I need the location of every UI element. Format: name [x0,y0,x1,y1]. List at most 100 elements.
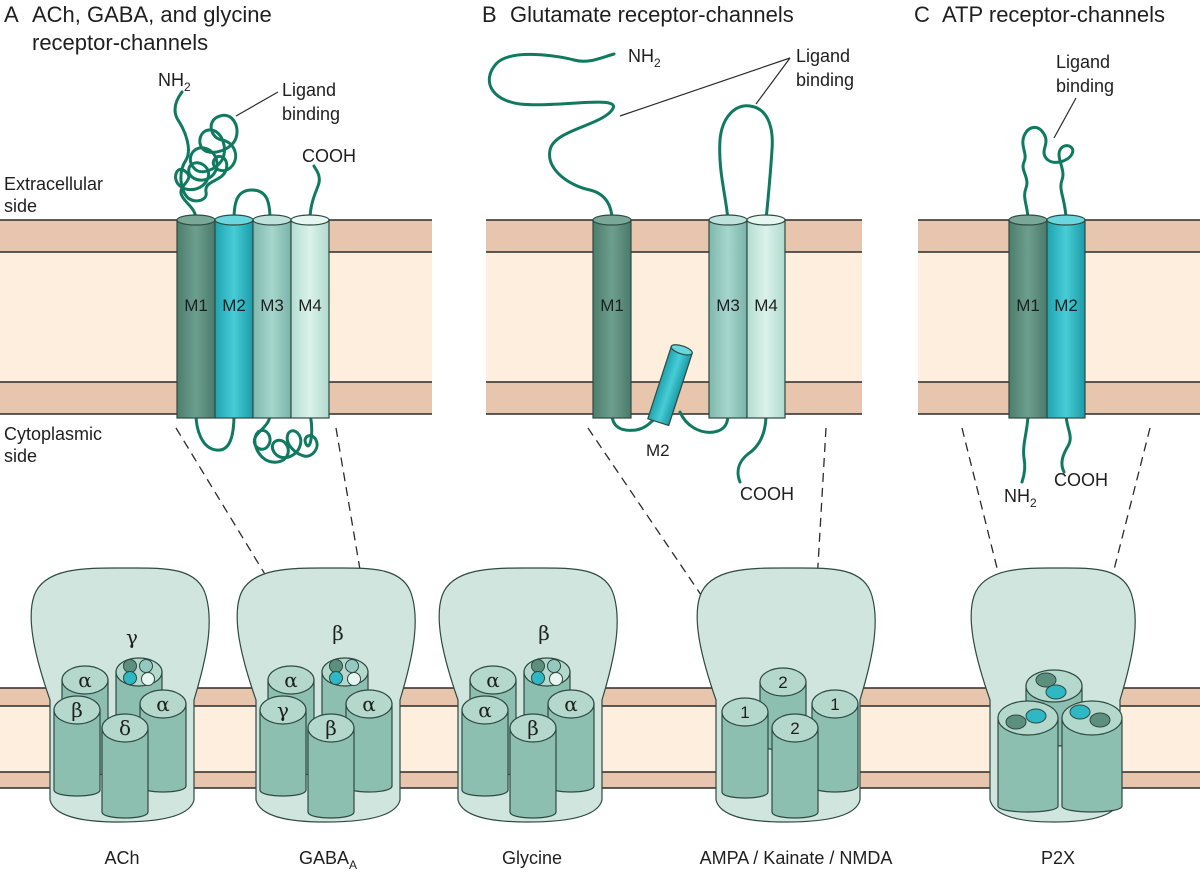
panel-c-helix-m2: M2 [1046,214,1086,419]
panel-a-cooh-label: COOH [302,146,356,166]
panel-b-m2-m3-loop [678,410,730,434]
panel-b: B Glutamate receptor-channels M1 M3 M4 M… [482,2,854,504]
panel-b-c-terminal [736,412,768,484]
panel-c-c-terminal [1060,412,1072,474]
panel-b-m3-m4-loop [718,104,774,222]
panel-b-cooh-label: COOH [740,484,794,504]
panel-b-m4-label: M4 [754,296,778,315]
panel-b-m2-label: M2 [646,441,670,460]
receptor-gaba: β α α γ β GABAA [236,567,416,872]
receptor-glutamate-subunit-front: 2 [771,713,819,819]
receptor-glutamate-subunit-left: 1 [721,697,769,799]
receptor-ach-subunit-right: α [139,689,187,793]
receptor-gaba-top-label: β [332,621,344,645]
receptor-gaba-subunit-label-2: γ [277,698,289,722]
receptor-glycine-name: Glycine [502,848,562,868]
extracellular-label-2: side [4,196,37,216]
receptor-gaba-subunit-label-1: α [284,668,298,692]
cytoplasmic-label-1: Cytoplasmic [4,424,102,444]
receptor-p2x-subunit-left [997,700,1059,813]
receptor-ach-name: ACh [104,848,139,868]
panel-a-c-terminal [308,164,321,222]
receptor-gaba-subunit-lower-left: γ [259,695,307,797]
panel-a-helix-m3: M3 [252,214,292,419]
panel-b-letter: B [482,2,497,27]
receptor-gaba-name: GABAA [299,848,357,872]
receptor-glutamate-subunit-label-4: 2 [790,719,799,738]
panel-c-ligand-label-1: Ligand [1056,52,1110,72]
panel-b-m1-label: M1 [600,296,624,315]
receptor-ach-subunit-label-2: β [71,698,83,722]
panel-b-helix-m1: M1 [592,214,632,419]
panel-b-nh2-label: NH2 [628,46,661,70]
panel-a-title-line1: ACh, GABA, and glycine [32,2,272,27]
receptor-glycine-subunit-label-1: α [486,668,500,692]
receptor-glutamate-name: AMPA / Kainate / NMDA [700,848,893,868]
panel-c-cooh-label: COOH [1054,470,1108,490]
receptor-gaba-subunit-label-4: β [325,716,337,740]
panel-a-cytoplasmic-loop [253,412,319,464]
panel-a-helix-m1: M1 [176,214,216,419]
receptor-ach-subunit-label-1: α [78,668,92,692]
panel-a-helix-m2: M2 [214,214,254,419]
panel-b-helix-m4: M4 [746,214,786,419]
panel-a-helix-m4: M4 [290,214,330,419]
panel-b-pore-loop-m2 [647,344,693,427]
panel-a-ligand-label-1: Ligand [282,80,336,100]
panel-a-letter: A [4,2,19,27]
panel-a-m2-label: M2 [222,296,246,315]
receptor-gaba-subunit-right: α [345,689,393,793]
panel-b-ligand-label-1: Ligand [796,46,850,66]
receptor-gaba-subunit-front: β [307,713,355,819]
panel-b-m3-label: M3 [716,296,740,315]
receptor-ach-top-label: γ [126,625,138,649]
receptor-ach-subunit-lower-left: β [53,695,101,797]
panel-c-m1-label: M1 [1016,296,1040,315]
receptor-ach-subunit-front: δ [101,713,149,819]
panel-b-ligand-label-2: binding [796,70,854,90]
panel-c-m2-label: M2 [1054,296,1078,315]
receptor-glutamate-subunit-label-1: 2 [778,673,787,692]
receptor-glutamate-subunit-label-2: 1 [830,695,839,714]
panel-a-m1-label: M1 [184,296,208,315]
receptor-p2x-name: P2X [1041,848,1075,868]
panel-a-m1-m2-loop [194,412,236,452]
panel-a-nh2-label: NH2 [158,70,191,94]
panel-a-title-line2: receptor-channels [32,30,208,55]
panel-b-title: Glutamate receptor-channels [510,2,794,27]
panel-c-ligand-label-2: binding [1056,76,1114,96]
panel-b-ligand-leader-2 [755,57,791,105]
panel-b-n-terminal-domain [487,52,616,222]
panel-a: A ACh, GABA, and glycine receptor-channe… [4,2,356,466]
receptor-ach-subunit-label-3: α [156,692,170,716]
receptor-gaba-subunit-label-3: α [362,692,376,716]
panel-a-m4-label: M4 [298,296,322,315]
panel-a-ligand-label-2: binding [282,104,340,124]
panel-c-nh2-label: NH2 [1004,486,1037,510]
panel-c-helix-m1: M1 [1008,214,1048,419]
extracellular-label-1: Extracellular [4,174,103,194]
receptor-glutamate-subunit-label-3: 1 [740,703,749,722]
panel-c-ligand-leader [1053,97,1077,139]
receptor-glycine-subunit-label-3: α [564,692,578,716]
receptor-p2x: P2X [970,567,1136,868]
receptor-p2x-subunit-right [1061,700,1123,813]
panel-c-extracellular-loop [1021,126,1075,222]
panel-a-m3-label: M3 [260,296,284,315]
receptor-glutamate: 2 1 1 2 AMPA / Kainate / NMDA [696,567,893,868]
receptor-glycine-subunit-front: β [509,713,557,819]
receptor-ach-subunit-label-4: δ [119,716,131,740]
panel-b-helix-m3: M3 [708,214,748,419]
receptor-glycine-subunit-lower-left: α [461,695,509,797]
panel-a-ligand-leader [235,91,279,117]
panel-c: C ATP receptor-channels M1 M2 Ligand bin… [914,2,1165,510]
panel-c-title: ATP receptor-channels [942,2,1165,27]
receptor-glycine-subunit-label-2: α [478,698,492,722]
panel-a-m2-m3-loop [232,188,272,222]
panel-c-n-terminal [1020,412,1030,484]
panel-a-n-terminal-loop [173,90,239,222]
receptor-glycine-subunit-right: α [547,689,595,793]
panel-b-ligand-leader-1 [619,57,791,117]
receptor-glycine-top-label: β [538,621,550,645]
